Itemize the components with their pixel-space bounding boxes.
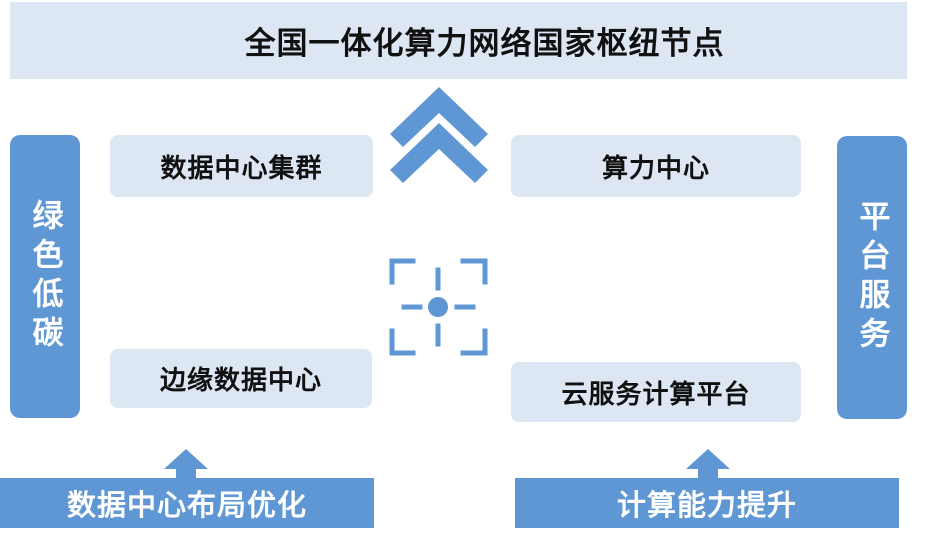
bottom-label-layout-optimization: 数据中心布局优化 [0, 478, 374, 528]
arrow-up-icon [164, 449, 208, 478]
node-data-center-cluster: 数据中心集群 [110, 135, 373, 197]
node-label: 数据中心集群 [160, 153, 323, 184]
side-label-green-low-carbon: 绿色低碳 [10, 135, 80, 418]
bottom-label-capability-boost: 计算能力提升 [515, 478, 899, 528]
node-label: 算力中心 [601, 153, 710, 184]
double-chevron-up-icon [390, 87, 488, 183]
bottom-label-left-text: 数据中心布局优化 [66, 488, 307, 522]
node-label: 边缘数据中心 [159, 366, 322, 396]
node-computing-center: 算力中心 [511, 135, 801, 197]
side-label-platform-service: 平台服务 [837, 136, 907, 419]
side-label-right-text: 平台服务 [853, 199, 890, 356]
node-label: 云服务计算平台 [561, 379, 751, 410]
side-label-left-text: 绿色低碳 [26, 198, 63, 355]
bottom-label-right-text: 计算能力提升 [616, 488, 797, 522]
focus-target-center [428, 297, 448, 317]
diagram-title: 全国一体化算力网络国家枢纽节点 [244, 26, 725, 62]
node-cloud-service-platform: 云服务计算平台 [511, 362, 801, 422]
node-edge-data-center: 边缘数据中心 [110, 349, 372, 408]
arrow-up-icon [686, 449, 730, 478]
title-banner: 全国一体化算力网络国家枢纽节点 [10, 2, 907, 79]
focus-target-icon [389, 258, 488, 356]
